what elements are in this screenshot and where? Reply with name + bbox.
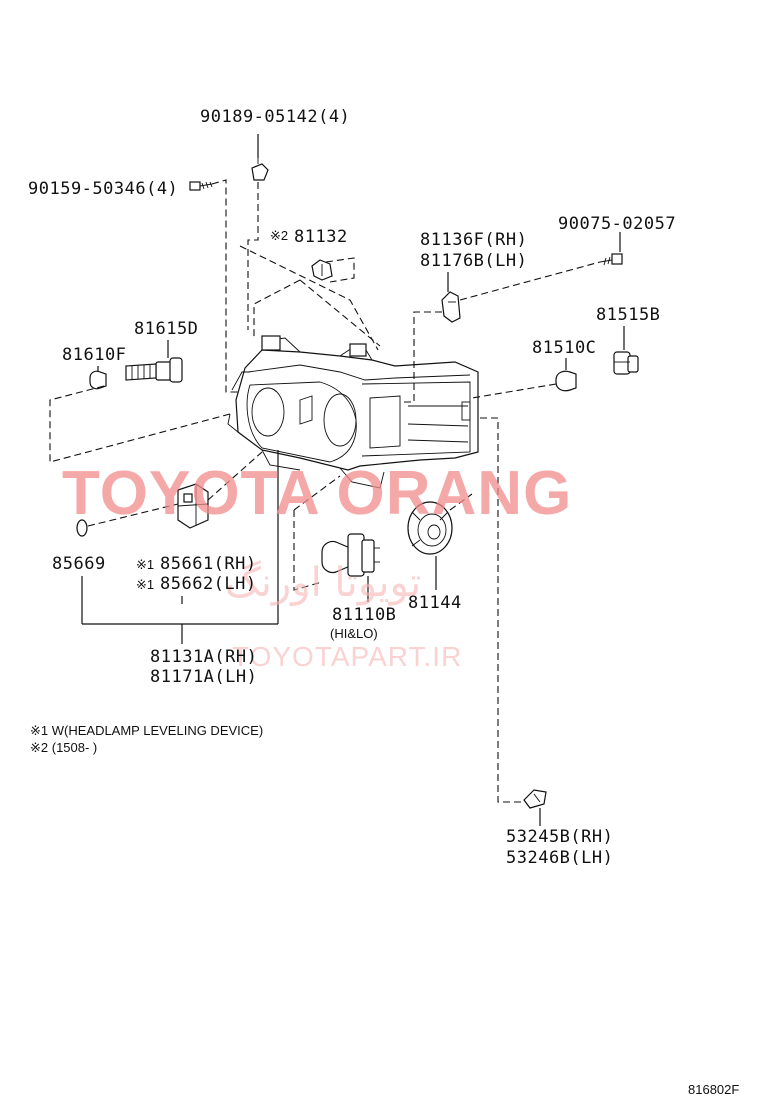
nut-90189-icon (251, 158, 269, 181)
label-85662-mark: ※1 (136, 577, 154, 592)
label-81132-mark: ※2 (270, 228, 288, 243)
mounting-tab-right (349, 343, 367, 357)
socket-81615-icon (125, 357, 183, 383)
watermark-url: TOYOTAPART.IR (232, 641, 462, 672)
label-85661-mark: ※1 (136, 557, 154, 572)
clip-81132-icon (311, 259, 333, 281)
label-81510: 81510C (532, 338, 596, 358)
label-81610: 81610F (62, 345, 126, 365)
label-53246: 53246B(LH) (506, 848, 613, 868)
oring-85669-icon (76, 519, 88, 537)
label-81144: 81144 (408, 593, 462, 613)
label-85662: 85662(LH) (160, 574, 257, 594)
label-81110: 81110B (332, 605, 396, 625)
watermark-arabic: تویوتا اورنگ (225, 560, 421, 606)
label-81110-sub: (HI&LO) (330, 626, 378, 641)
part-labels: 90189-05142(4) 90159-50346(4) ※2 81132 8… (28, 107, 676, 868)
headlamp-assembly (227, 335, 479, 489)
bracket-81136-icon (441, 291, 461, 323)
label-81132: 81132 (294, 227, 348, 247)
watermark: TOYOTA ORANG تویوتا اورنگ TOYOTAPART.IR (62, 459, 572, 672)
label-81171: 81171A(LH) (150, 667, 257, 687)
bulb-81110-icon (321, 533, 380, 577)
label-81515: 81515B (596, 305, 660, 325)
watermark-brand: TOYOTA ORANG (62, 459, 572, 528)
label-81136: 81136F(RH) (420, 230, 527, 250)
label-90075: 90075-02057 (558, 214, 676, 234)
footnotes: ※1 W(HEADLAMP LEVELING DEVICE) ※2 (1508-… (30, 723, 263, 755)
mounting-tab-left (261, 335, 281, 351)
screw-90159-icon (189, 181, 213, 191)
label-53245: 53245B(RH) (506, 827, 613, 847)
label-90159: 90159-50346(4) (28, 179, 178, 199)
label-90189: 90189-05142(4) (200, 107, 350, 127)
label-81615: 81615D (134, 319, 198, 339)
note-date-range: ※2 (1508- ) (30, 740, 97, 755)
leader-lines (49, 134, 625, 826)
screw-90075-icon (599, 253, 623, 266)
label-81176: 81176B(LH) (420, 251, 527, 271)
note-leveling-device: ※1 W(HEADLAMP LEVELING DEVICE) (30, 723, 263, 738)
label-81131: 81131A(RH) (150, 647, 257, 667)
leveling-device-85661-icon (177, 483, 209, 529)
illustration-reference: 816802F (688, 1082, 739, 1097)
cap-81144-icon (407, 501, 453, 555)
bulb-81610-icon (89, 370, 107, 390)
clip-53245-icon (523, 789, 547, 809)
label-85669: 85669 (52, 554, 106, 574)
bulb-81510-icon (555, 370, 577, 392)
socket-81515-icon (613, 351, 639, 375)
label-85661: 85661(RH) (160, 554, 257, 574)
